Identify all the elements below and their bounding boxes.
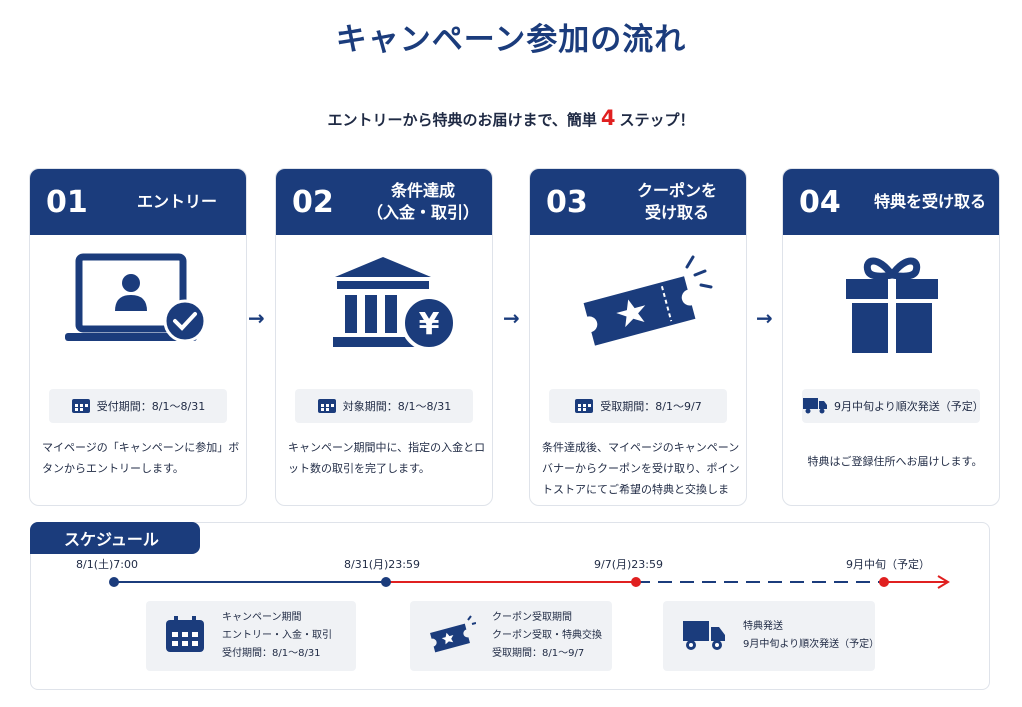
schedule-box-campaign: キャンペーン期間 エントリー・入金・取引 受付期間：8/1〜8/31: [146, 601, 356, 671]
shipping-badge: 9月中旬より順次発送（予定）: [802, 389, 984, 423]
calendar-icon: [574, 396, 594, 417]
period-badge: 受取期間：8/1〜9/7: [549, 389, 727, 423]
timeline-point-4: [879, 577, 889, 587]
schedule-box-coupon: クーポン受取期間 クーポン受取・特典交換 受取期間：8/1〜9/7: [410, 601, 612, 671]
timeline: [109, 575, 950, 589]
step-card-3: 03 クーポンを 受け取る 受取期間：8/1〜9/7 条件達成後、マイページのキ…: [529, 168, 747, 506]
period-badge: 受付期間：8/1〜8/31: [49, 389, 227, 423]
step-card-4: 04 特典を受け取る 9月中旬より順次発送（予定） 特典はご登録住所へお届けしま…: [782, 168, 1000, 506]
step-header-1: 01 エントリー: [30, 169, 246, 235]
subtitle-post: ステップ！: [619, 111, 695, 129]
step-description: 特典はご登録住所へお届けします。: [807, 455, 983, 468]
badge-text: 対象期間：8/1〜8/31: [342, 400, 452, 413]
timeline-arrow-icon: [937, 575, 950, 589]
svg-text:¥: ¥: [419, 307, 440, 342]
schedule-panel: スケジュール: [30, 522, 990, 690]
timeline-label-1: 8/1(土)7:00: [76, 558, 138, 571]
schedule-box-shipping: 特典発送 9月中旬より順次発送（予定）: [663, 601, 880, 671]
step-card-2: 02 条件達成 （入金・取引） ¥ 対象期間：8/1〜8/31 キャンペーン期間…: [275, 168, 493, 506]
truck-icon: [681, 617, 727, 655]
coupon-star-icon: [530, 249, 746, 359]
step-title: エントリー: [136, 192, 217, 211]
subtitle-pre: エントリーから特典のお届けまで、簡単: [327, 111, 597, 129]
box-line-3: 受取期間：8/1〜9/7: [492, 648, 585, 659]
arrow-right-icon: →: [756, 306, 773, 330]
step-header-4: 04 特典を受け取る: [783, 169, 999, 235]
bank-yen-icon: ¥: [276, 249, 492, 359]
timeline-point-1: [109, 577, 119, 587]
box-line-2: エントリー・入金・取引: [222, 630, 332, 641]
step-title: クーポンを 受け取る: [636, 181, 717, 222]
step-card-1: 01 エントリー 受付期間：8/1〜8/31 マイページの「キャンペーンに参加」…: [29, 168, 247, 506]
timeline-point-3: [631, 577, 641, 587]
step-header-2: 02 条件達成 （入金・取引）: [276, 169, 492, 235]
arrow-right-icon: →: [248, 306, 265, 330]
step-description: 条件達成後、マイページのキャンペーンバナーからクーポンを受け取り、ポイントストア…: [542, 441, 740, 505]
box-line-2: 9月中旬より順次発送（予定）: [743, 639, 880, 650]
step-title: 特典を受け取る: [873, 192, 986, 211]
step-number: 03: [546, 184, 588, 220]
step-number: 01: [46, 184, 88, 220]
timeline-point-2: [381, 577, 391, 587]
page-title: キャンペーン参加の流れ: [335, 22, 687, 58]
truck-icon: [802, 396, 828, 417]
step-title: 条件達成 （入金・取引）: [366, 181, 479, 222]
badge-text: 受付期間：8/1〜8/31: [96, 400, 206, 413]
calendar-icon: [71, 396, 91, 417]
box-line-3: 受付期間：8/1〜8/31: [222, 648, 321, 659]
box-line-1: キャンペーン期間: [222, 612, 302, 623]
step-header-3: 03 クーポンを 受け取る: [530, 169, 746, 235]
box-line-1: 特典発送: [743, 621, 783, 632]
period-badge: 対象期間：8/1〜8/31: [295, 389, 473, 423]
laptop-user-check-icon: [30, 249, 246, 359]
badge-text: 9月中旬より順次発送（予定）: [834, 400, 984, 413]
step-number: 02: [292, 184, 334, 220]
arrow-right-icon: →: [503, 306, 520, 330]
timeline-label-4: 9月中旬（予定）: [846, 558, 930, 571]
calendar-icon: [164, 614, 206, 658]
calendar-icon: [317, 396, 337, 417]
subtitle-step-count: 4: [600, 106, 616, 130]
box-line-1: クーポン受取期間: [492, 612, 572, 623]
timeline-label-3: 9/7(月)23:59: [594, 558, 663, 571]
schedule-title: スケジュール: [30, 522, 200, 554]
step-description: キャンペーン期間中に、指定の入金とロット数の取引を完了します。: [288, 441, 486, 475]
step-description: マイページの「キャンペーンに参加」ボタンからエントリーします。: [42, 441, 240, 475]
badge-text: 受取期間：8/1〜9/7: [600, 400, 702, 413]
box-line-2: クーポン受取・特典交換: [492, 630, 602, 641]
timeline-label-2: 8/31(月)23:59: [344, 558, 420, 571]
step-number: 04: [799, 184, 841, 220]
gift-icon: [783, 249, 999, 359]
coupon-icon: [428, 614, 477, 658]
